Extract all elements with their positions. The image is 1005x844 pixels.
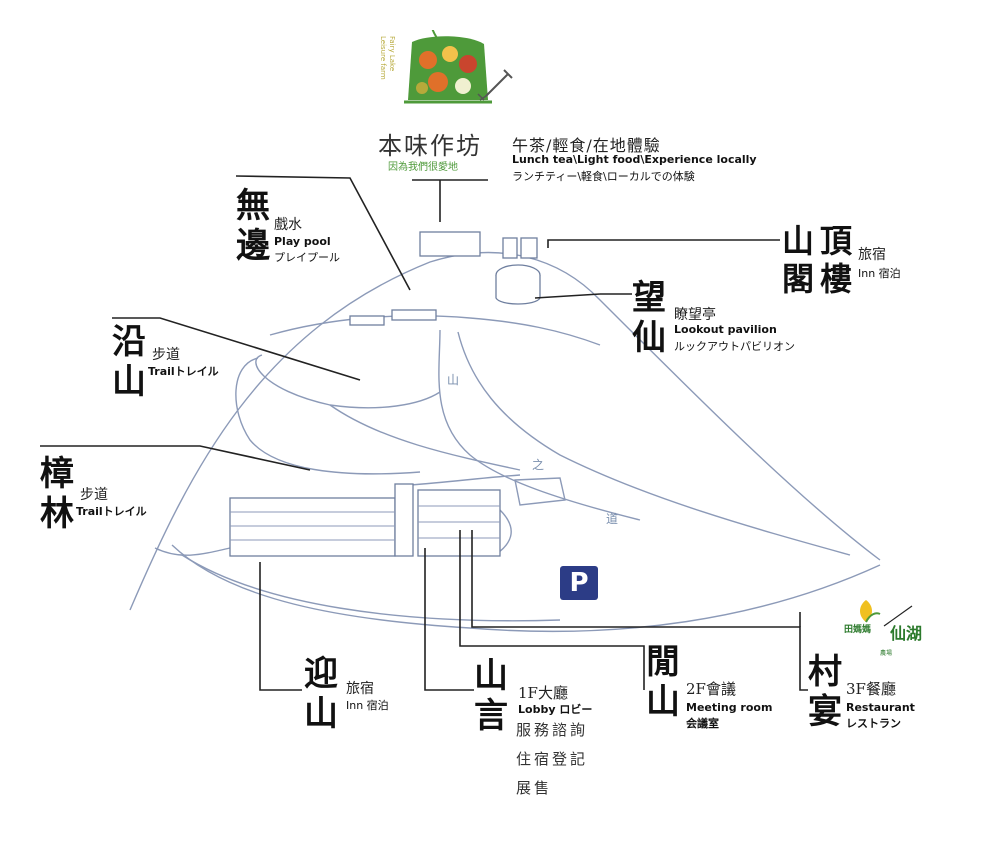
restaurant-title: 村 宴 <box>808 652 842 732</box>
hilltop-cn: 旅宿 <box>858 247 886 263</box>
parking-sign: P <box>560 566 598 600</box>
hilltop-title: 山頂 閣樓 <box>782 222 859 298</box>
lookout-jp: ルックアウトパビリオン <box>674 340 795 353</box>
play-pool-jp: プレイプール <box>274 251 340 264</box>
hill-outline <box>129 251 881 633</box>
trail-2-title: 樟 林 <box>40 454 74 534</box>
hilltop-en-jp: Inn 宿泊 <box>858 267 901 280</box>
vegetable-pot-logo-icon <box>404 30 513 104</box>
fairy-lake-farm-text: 農場 <box>880 650 893 657</box>
play-pool-title: 無 邊 <box>236 186 270 266</box>
lobby-en-jp: Lobby ロビー <box>518 703 593 716</box>
farm-logo: Fairy Lake Leisure farm <box>368 30 518 110</box>
workshop-desc-cn: 午茶/輕食/在地體驗 <box>512 136 661 155</box>
tianmama-logo-text: 田媽媽 <box>844 625 872 635</box>
tianmama-logo-icon <box>860 600 913 627</box>
lookout-cn: 瞭望亭 <box>674 307 716 323</box>
welcome-inn-cn: 旅宿 <box>346 681 374 697</box>
road-label-3: 道 <box>606 512 619 526</box>
workshop-desc-jp: ランチティー\軽食\ローカルでの体験 <box>512 170 695 183</box>
leader-lines <box>40 175 808 691</box>
workshop-title: 本味作坊 <box>378 132 482 160</box>
workshop-desc-en: Lunch tea\Light food\Experience locally <box>512 153 757 166</box>
pool-building-2 <box>391 309 437 321</box>
hilltop-cabin-2 <box>520 237 538 259</box>
restaurant-cn: 3F餐廳 <box>846 680 896 698</box>
welcome-inn-title: 迎 山 <box>304 654 338 734</box>
meeting-cn: 2F會議 <box>686 680 736 698</box>
road-label-2: 之 <box>532 458 545 472</box>
play-pool-cn: 戲水 <box>274 217 302 233</box>
lookout-title: 望 仙 <box>632 278 666 358</box>
lobby-cn: 1F大廳 <box>518 684 568 702</box>
pool-building-1 <box>349 315 385 326</box>
trail-2-en-jp: Trailトレイル <box>76 505 147 518</box>
welcome-inn-en-jp: Inn 宿泊 <box>346 699 389 712</box>
building-stripes <box>230 505 500 541</box>
lobby-title: 山 言 <box>474 656 508 736</box>
hilltop-cabin-1 <box>502 237 518 259</box>
meeting-title: 閒 山 <box>646 642 680 722</box>
main-hall-building <box>417 489 501 557</box>
restaurant-en: Restaurant <box>846 701 915 714</box>
fairy-lake-logo-text: 仙湖 <box>890 624 923 643</box>
restaurant-jp: レストラン <box>846 717 901 730</box>
welcome-inn-tower <box>394 483 414 557</box>
lookout-en: Lookout pavilion <box>674 323 777 336</box>
trail-2-cn: 步道 <box>80 487 108 503</box>
restaurant-logos: 田媽媽 仙湖 農場 <box>840 596 923 666</box>
meeting-en: Meeting room <box>686 701 773 714</box>
meeting-jp: 会議室 <box>686 717 719 730</box>
workshop-signature: 因為我們很愛地 <box>388 162 458 173</box>
welcome-inn-building <box>229 497 396 557</box>
lobby-services: 服務諮詢 住宿登記 展售 <box>516 721 589 797</box>
trail-1-cn: 步道 <box>152 347 180 363</box>
road-label-1: 山 <box>447 373 460 387</box>
trail-1-title: 沿 山 <box>112 322 146 402</box>
play-pool-en: Play pool <box>274 235 331 248</box>
buildings <box>229 231 541 557</box>
trail-1-en-jp: Trailトレイル <box>148 365 219 378</box>
workshop-building <box>419 231 481 257</box>
